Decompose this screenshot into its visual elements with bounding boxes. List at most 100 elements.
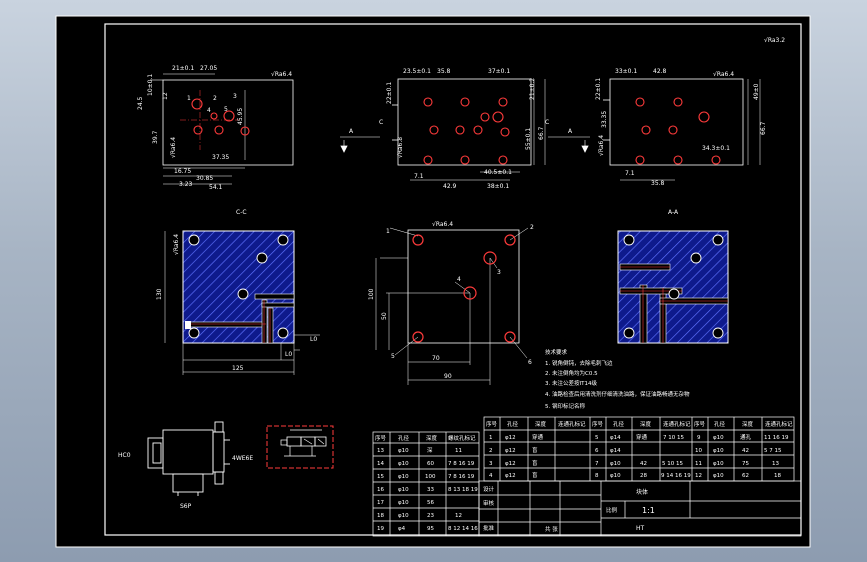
svg-text:A: A [349, 128, 354, 135]
port-hole [673, 97, 683, 107]
svg-text:39.7: 39.7 [152, 130, 159, 144]
table-cell: φ10 [713, 435, 724, 441]
table-header: 连通孔标记 [558, 420, 586, 428]
svg-text:21±0.2: 21±0.2 [529, 78, 536, 100]
port-hole [641, 125, 651, 135]
table-cell: 11 [455, 448, 462, 454]
table-cell: φ10 [398, 474, 409, 480]
port-hole [711, 155, 721, 165]
table-cell: 13 [772, 461, 779, 467]
svg-text:100: 100 [368, 288, 375, 300]
svg-text:L0: L0 [285, 351, 292, 358]
table-cell: 9 14 16 19 [661, 473, 691, 479]
svg-text:HC0: HC0 [118, 452, 131, 459]
table-cell: 12 [455, 513, 462, 519]
scale-value: 1:1 [642, 506, 655, 515]
svg-text:2: 2 [213, 95, 217, 102]
svg-text:54.1: 54.1 [209, 184, 223, 191]
table-cell: 穿通 [532, 433, 544, 441]
svg-text:40.5±0.1: 40.5±0.1 [484, 169, 512, 176]
svg-text:4: 4 [457, 276, 461, 283]
table-header: 深度 [640, 420, 652, 428]
svg-text:42.8: 42.8 [653, 68, 667, 75]
table-header: 螺纹孔标记 [448, 434, 476, 442]
svg-text:42.9: 42.9 [443, 183, 457, 190]
table-header: 连通孔标记 [663, 420, 691, 428]
table-cell: 95 [427, 526, 434, 532]
table-header: 深度 [535, 420, 547, 428]
port-hole [277, 234, 289, 246]
view-mid-holes [423, 97, 510, 165]
valve-labels: HC0 4WE6E S6P [118, 452, 253, 510]
designer-label: 设计 [483, 485, 495, 493]
port-hole [712, 327, 724, 339]
roughness-symbol-top: √Ra3.2 [764, 37, 785, 44]
port-hole [712, 234, 724, 246]
svg-text:√Ra6.4: √Ra6.4 [271, 71, 292, 78]
notes-title: 技术要求 [545, 348, 568, 356]
port-hole [635, 155, 645, 165]
table-header: 深度 [426, 434, 438, 442]
view-right-dims: 33±0.1 42.8 22±0.1 33.35 49±0 66.7 34.3±… [595, 68, 767, 187]
table-cell: 28 [640, 473, 647, 479]
svg-text:6: 6 [528, 359, 532, 366]
svg-text:66.7: 66.7 [538, 126, 545, 140]
approver-label: 批准 [483, 524, 495, 532]
svg-text:L0: L0 [310, 336, 317, 343]
table-cell: 17 [377, 500, 384, 506]
svg-text:22±0.1: 22±0.1 [595, 78, 602, 100]
svg-text:C: C [545, 119, 549, 126]
table-cell: 100 [425, 474, 436, 480]
port-hole [455, 125, 465, 135]
port-hole [498, 155, 508, 165]
svg-text:90: 90 [444, 373, 452, 380]
table-cell: φ10 [398, 448, 409, 454]
table-cell: φ12 [505, 461, 516, 467]
port-hole [483, 251, 497, 265]
svg-text:50: 50 [381, 312, 388, 320]
port-hole [504, 331, 516, 343]
section-aa [617, 230, 729, 344]
svg-text:35.8: 35.8 [437, 68, 451, 75]
svg-text:√Ra6.8: √Ra6.8 [397, 137, 404, 158]
table-cell: φ10 [398, 461, 409, 467]
port-hole [690, 252, 702, 264]
section-cc [182, 230, 295, 344]
port-hole [191, 98, 203, 110]
svg-text:√Ra6.4: √Ra6.4 [170, 137, 177, 158]
table-cell: 8 12 14 16 [448, 526, 478, 532]
note-line: 2. 未注倒角均为C0.5 [545, 369, 598, 377]
table-header: 序号 [486, 420, 498, 428]
table-cell: 7 10 15 [663, 435, 684, 441]
svg-text:49±0: 49±0 [753, 83, 760, 100]
table-header: 序号 [375, 434, 387, 442]
part-name: 块体 [636, 488, 648, 496]
table-cell: φ10 [713, 461, 724, 467]
port-hole [223, 110, 235, 122]
svg-text:3: 3 [233, 93, 237, 100]
table-cell: 7 8 16 19 [448, 461, 475, 467]
table-cell: φ10 [713, 448, 724, 454]
port-hole [668, 125, 678, 135]
drawing-frame [104, 23, 802, 536]
table-cell: 18 [774, 473, 781, 479]
port-hole [237, 288, 249, 300]
svg-text:5: 5 [224, 106, 228, 113]
table-cell: φ4 [398, 526, 406, 532]
scale-label: 比例 [606, 506, 618, 514]
table-cell: 3 [489, 461, 493, 467]
table-cell: 12 [695, 473, 702, 479]
table-cell: φ12 [505, 435, 516, 441]
table-cell: 10 [695, 448, 702, 454]
port-hole [214, 125, 224, 135]
view-right-holes [635, 97, 721, 165]
svg-text:30.85: 30.85 [196, 175, 213, 182]
svg-text:37.35: 37.35 [212, 154, 229, 161]
table-left: 序号 孔径 深度 螺纹孔标记 13 φ10 深 11 14 φ10 60 7 8… [372, 431, 480, 537]
table-cell: 62 [742, 473, 749, 479]
hydraulic-schematic [266, 425, 334, 469]
port-hole [210, 112, 218, 120]
svg-text:5: 5 [391, 353, 395, 360]
table-cell: 盲 [532, 471, 538, 479]
